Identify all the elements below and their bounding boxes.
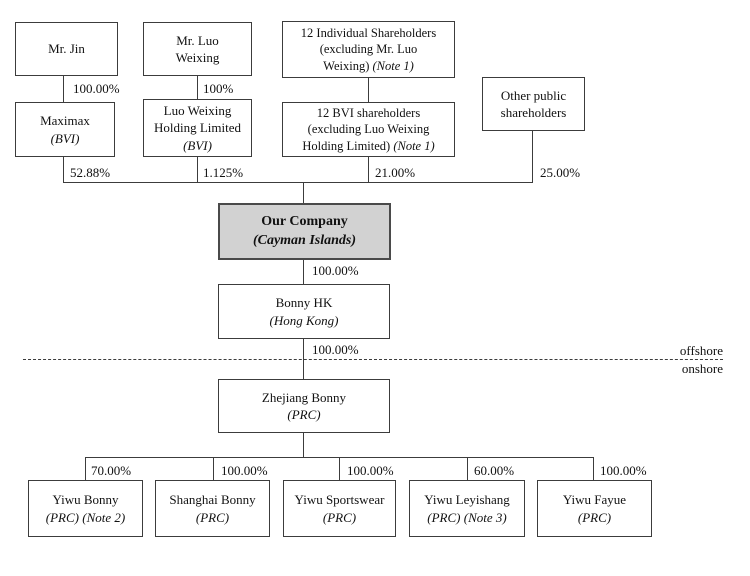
connector-luo-to-holding bbox=[197, 76, 198, 99]
connector-bus-to-company bbox=[303, 182, 304, 203]
node-label: (excluding Luo Weixing bbox=[307, 122, 430, 137]
node-jurisdiction: (PRC) (Note 2) bbox=[45, 509, 126, 525]
connector-maximax-to-bus bbox=[63, 157, 64, 182]
node-label: (excluding Mr. Luo bbox=[319, 42, 418, 57]
node-jurisdiction: (PRC) (Note 3) bbox=[427, 509, 507, 525]
node-label: shareholders bbox=[500, 105, 567, 120]
pct-yiwu-bonny: 70.00% bbox=[91, 463, 132, 478]
node-label: Other public bbox=[500, 87, 567, 103]
connector-jin-to-maximax bbox=[63, 76, 64, 102]
pct-public-shareholders: 25.00% bbox=[540, 165, 581, 180]
node-label: 12 Individual Shareholders bbox=[300, 25, 437, 40]
connector-zhejiang-to-bus bbox=[303, 433, 304, 458]
node-12-bvi-shareholders: 12 BVI shareholders (excluding Luo Weixi… bbox=[282, 102, 455, 157]
node-label: Mr. Luo bbox=[176, 32, 219, 48]
node-yiwu-leyishang: Yiwu Leyishang (PRC) (Note 3) bbox=[409, 480, 525, 537]
shareholder-bus-line bbox=[63, 182, 533, 183]
node-jurisdiction: (Cayman Islands) bbox=[252, 232, 357, 248]
node-jurisdiction: (BVI) bbox=[183, 137, 212, 153]
node-jurisdiction: (PRC) bbox=[195, 509, 230, 525]
connector-company-to-bonnyhk bbox=[303, 260, 304, 284]
node-jurisdiction: (Hong Kong) bbox=[269, 312, 339, 328]
node-label: Yiwu Fayue bbox=[562, 492, 627, 508]
node-jurisdiction: (PRC) bbox=[322, 509, 357, 525]
connector-public-to-bus bbox=[532, 131, 533, 182]
connector-bus-to-sportswear bbox=[339, 457, 340, 480]
node-label: Luo Weixing bbox=[163, 103, 232, 119]
node-yiwu-sportswear: Yiwu Sportswear (PRC) bbox=[283, 480, 396, 537]
node-label: Holding Limited bbox=[153, 120, 242, 136]
connector-holding-to-bus bbox=[197, 157, 198, 182]
node-label: Mr. Jin bbox=[48, 41, 85, 57]
pct-bvi-shareholders: 21.00% bbox=[375, 165, 416, 180]
node-label: Holding Limited) (Note 1) bbox=[302, 138, 435, 153]
node-jurisdiction: (BVI) bbox=[50, 130, 80, 146]
pct-yiwu-leyishang: 60.00% bbox=[474, 463, 515, 478]
node-mr-jin: Mr. Jin bbox=[15, 22, 118, 76]
pct-luo-holding: 100% bbox=[203, 81, 234, 96]
node-bonny-hk: Bonny HK (Hong Kong) bbox=[218, 284, 390, 339]
node-label: Yiwu Bonny bbox=[52, 492, 119, 508]
connector-bus-to-shanghai bbox=[213, 457, 214, 480]
node-jurisdiction: (PRC) bbox=[287, 407, 321, 422]
node-12-individual-shareholders: 12 Individual Shareholders (excluding Mr… bbox=[282, 21, 455, 78]
offshore-label: offshore bbox=[679, 343, 723, 358]
node-zhejiang-bonny: Zhejiang Bonny (PRC) bbox=[218, 379, 390, 433]
pct-jin-maximax: 100.00% bbox=[73, 81, 120, 96]
node-label: Bonny HK bbox=[275, 295, 333, 311]
node-mr-luo-weixing: Mr. Luo Weixing bbox=[143, 22, 252, 76]
node-label: Weixing bbox=[175, 50, 220, 65]
node-label: Yiwu Sportswear bbox=[294, 492, 385, 508]
node-yiwu-bonny: Yiwu Bonny (PRC) (Note 2) bbox=[28, 480, 143, 537]
note-ref: (Note 1) bbox=[393, 138, 435, 153]
node-label: Zhejiang Bonny bbox=[261, 389, 347, 405]
node-label: Weixing) (Note 1) bbox=[323, 58, 414, 73]
connector-individual-to-bvi bbox=[368, 78, 369, 102]
node-shanghai-bonny: Shanghai Bonny (PRC) bbox=[155, 480, 270, 537]
node-label: Yiwu Leyishang bbox=[424, 492, 510, 508]
pct-yiwu-fayue: 100.00% bbox=[600, 463, 647, 478]
connector-bus-to-leyishang bbox=[467, 457, 468, 480]
connector-bus-to-yiwu-bonny bbox=[85, 457, 86, 480]
pct-shanghai-bonny: 100.00% bbox=[221, 463, 268, 478]
node-our-company: Our Company (Cayman Islands) bbox=[218, 203, 391, 260]
node-maximax-bvi: Maximax (BVI) bbox=[15, 102, 115, 157]
pct-bonnyhk-zhejiang: 100.00% bbox=[312, 342, 359, 357]
pct-company-bonnyhk: 100.00% bbox=[312, 263, 359, 278]
node-other-public-shareholders: Other public shareholders bbox=[482, 77, 585, 131]
note-ref: (Note 1) bbox=[372, 58, 414, 73]
node-label: 12 BVI shareholders bbox=[316, 105, 421, 120]
pct-holding: 1.125% bbox=[203, 165, 244, 180]
onshore-label: onshore bbox=[681, 361, 723, 376]
pct-yiwu-sportswear: 100.00% bbox=[347, 463, 394, 478]
node-label: Our Company bbox=[261, 214, 348, 230]
offshore-onshore-divider bbox=[23, 359, 723, 360]
node-jurisdiction: (PRC) bbox=[577, 509, 612, 525]
connector-bvi-to-bus bbox=[368, 157, 369, 182]
node-label: Shanghai Bonny bbox=[169, 492, 256, 508]
node-label: Maximax bbox=[40, 113, 90, 129]
connector-bus-to-fayue bbox=[593, 457, 594, 480]
pct-maximax: 52.88% bbox=[70, 165, 111, 180]
node-luo-weixing-holding: Luo Weixing Holding Limited (BVI) bbox=[143, 99, 252, 157]
node-yiwu-fayue: Yiwu Fayue (PRC) bbox=[537, 480, 652, 537]
